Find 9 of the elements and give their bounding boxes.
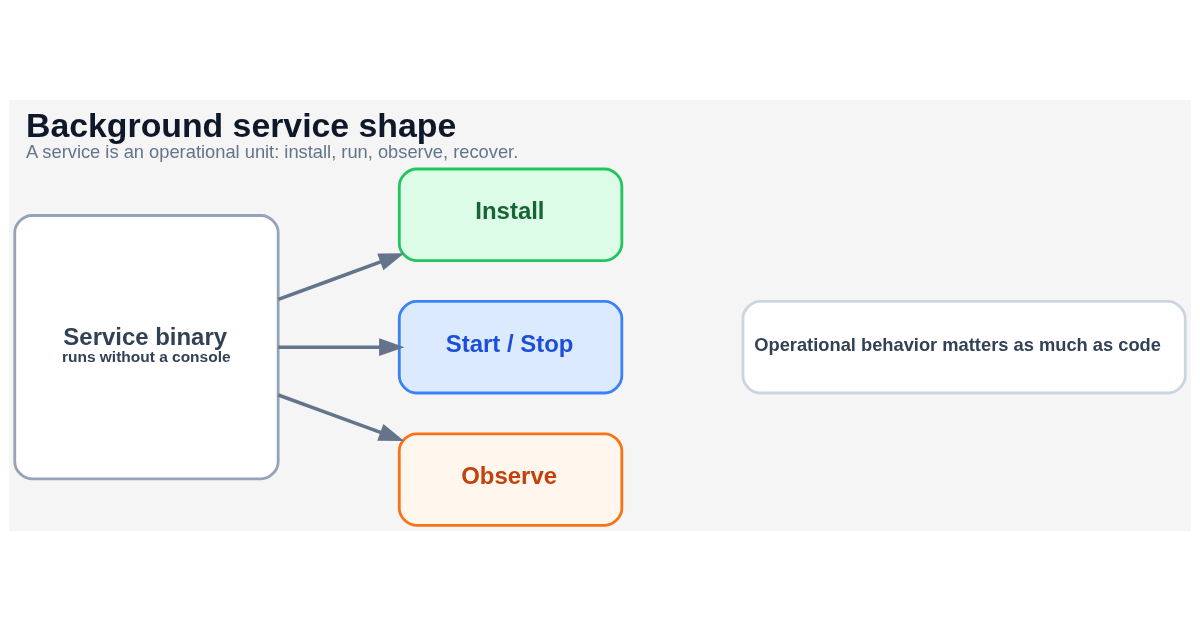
node-box: Service binary runs without a console xyxy=(13,213,280,480)
diagram-title: Background service shape xyxy=(26,105,457,144)
node-box: Install xyxy=(397,167,624,262)
node-box: Observe xyxy=(397,431,624,527)
arrow xyxy=(277,392,405,441)
node-box: Operational behavior matters as much as code xyxy=(741,299,1187,394)
node-box: Start / Stop xyxy=(397,299,624,394)
arrow xyxy=(277,252,405,301)
arrow xyxy=(278,337,405,356)
